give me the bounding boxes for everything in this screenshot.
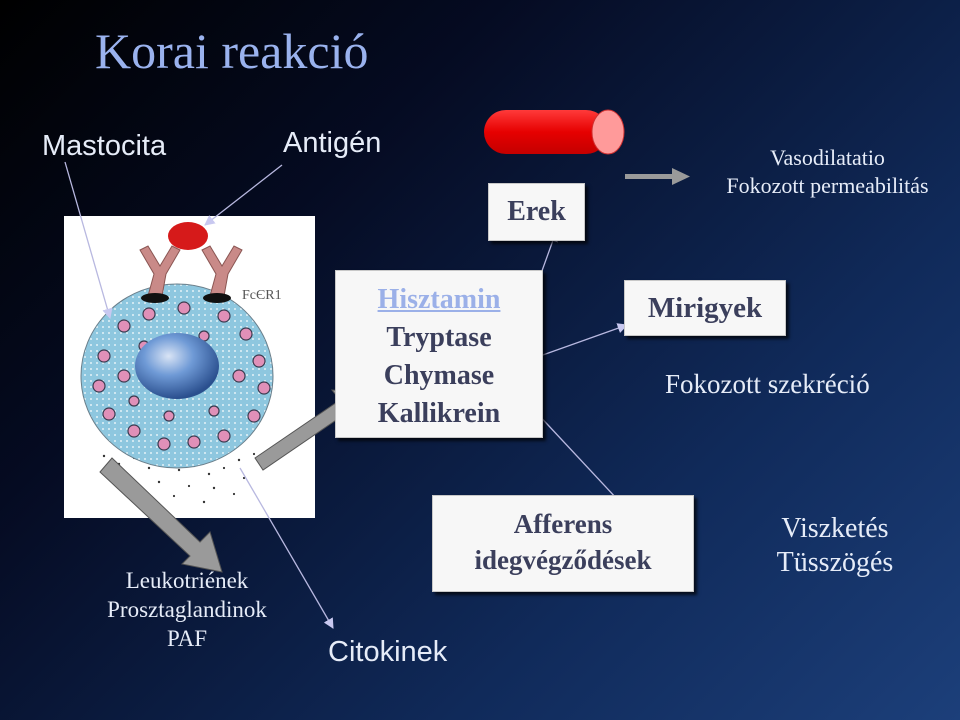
slide-title: Korai reakció <box>95 23 369 79</box>
label-antigen: Antigén <box>283 127 382 159</box>
label-tusszoges: Tüsszögés <box>776 547 894 578</box>
mediator-kallikrein: Kallikrein <box>377 398 501 429</box>
mediator-tryptase: Tryptase <box>386 322 492 353</box>
line-to-mirigyek <box>539 323 628 357</box>
label-paf: PAF <box>166 626 208 651</box>
mediator-hisztamin: Hisztamin <box>377 284 501 315</box>
afferens-line-1: Afferens <box>513 509 613 539</box>
lipid-mediators: Leukotriének Prosztaglandinok PAF <box>82 566 292 653</box>
label-prosztaglandinok: Prosztaglandinok <box>107 597 267 622</box>
label-mastocita: Mastocita <box>42 130 167 162</box>
box-mirigyek: Mirigyek <box>624 280 786 336</box>
symptoms: Viszketés Tüsszögés <box>760 512 910 580</box>
mediator-chymase: Chymase <box>383 360 495 391</box>
antigen-icon <box>168 222 208 250</box>
label-leukotrienek: Leukotriének <box>125 568 249 593</box>
label-fcer1: FcЄR1 <box>242 288 282 303</box>
label-permeabilitas: Fokozott permeabilitás <box>726 173 929 198</box>
box-mediators: Hisztamin Tryptase Chymase Kallikrein <box>335 270 543 438</box>
arrow-to-vasodilatatio <box>625 168 690 185</box>
ige-receptors <box>139 245 243 297</box>
nucleus <box>135 333 219 399</box>
box-afferens: Afferens idegvégződések <box>432 495 694 592</box>
box-erek: Erek <box>488 183 585 241</box>
receptor-anchors <box>141 293 231 303</box>
afferens-line-2: idegvégződések <box>474 545 652 575</box>
label-citokinek: Citokinek <box>328 636 448 668</box>
blood-vessel-icon <box>484 109 625 155</box>
effects-vessels: Vasodilatatio Fokozott permeabilitás <box>700 144 955 200</box>
mast-cell-illustration: FcЄR1 <box>64 216 315 518</box>
label-viszketes: Viszketés <box>781 513 889 544</box>
label-fokozott-szekrecio: Fokozott szekréció <box>665 369 870 399</box>
mast-cell-graphic <box>80 222 274 504</box>
label-vasodilatatio: Vasodilatatio <box>770 145 885 170</box>
